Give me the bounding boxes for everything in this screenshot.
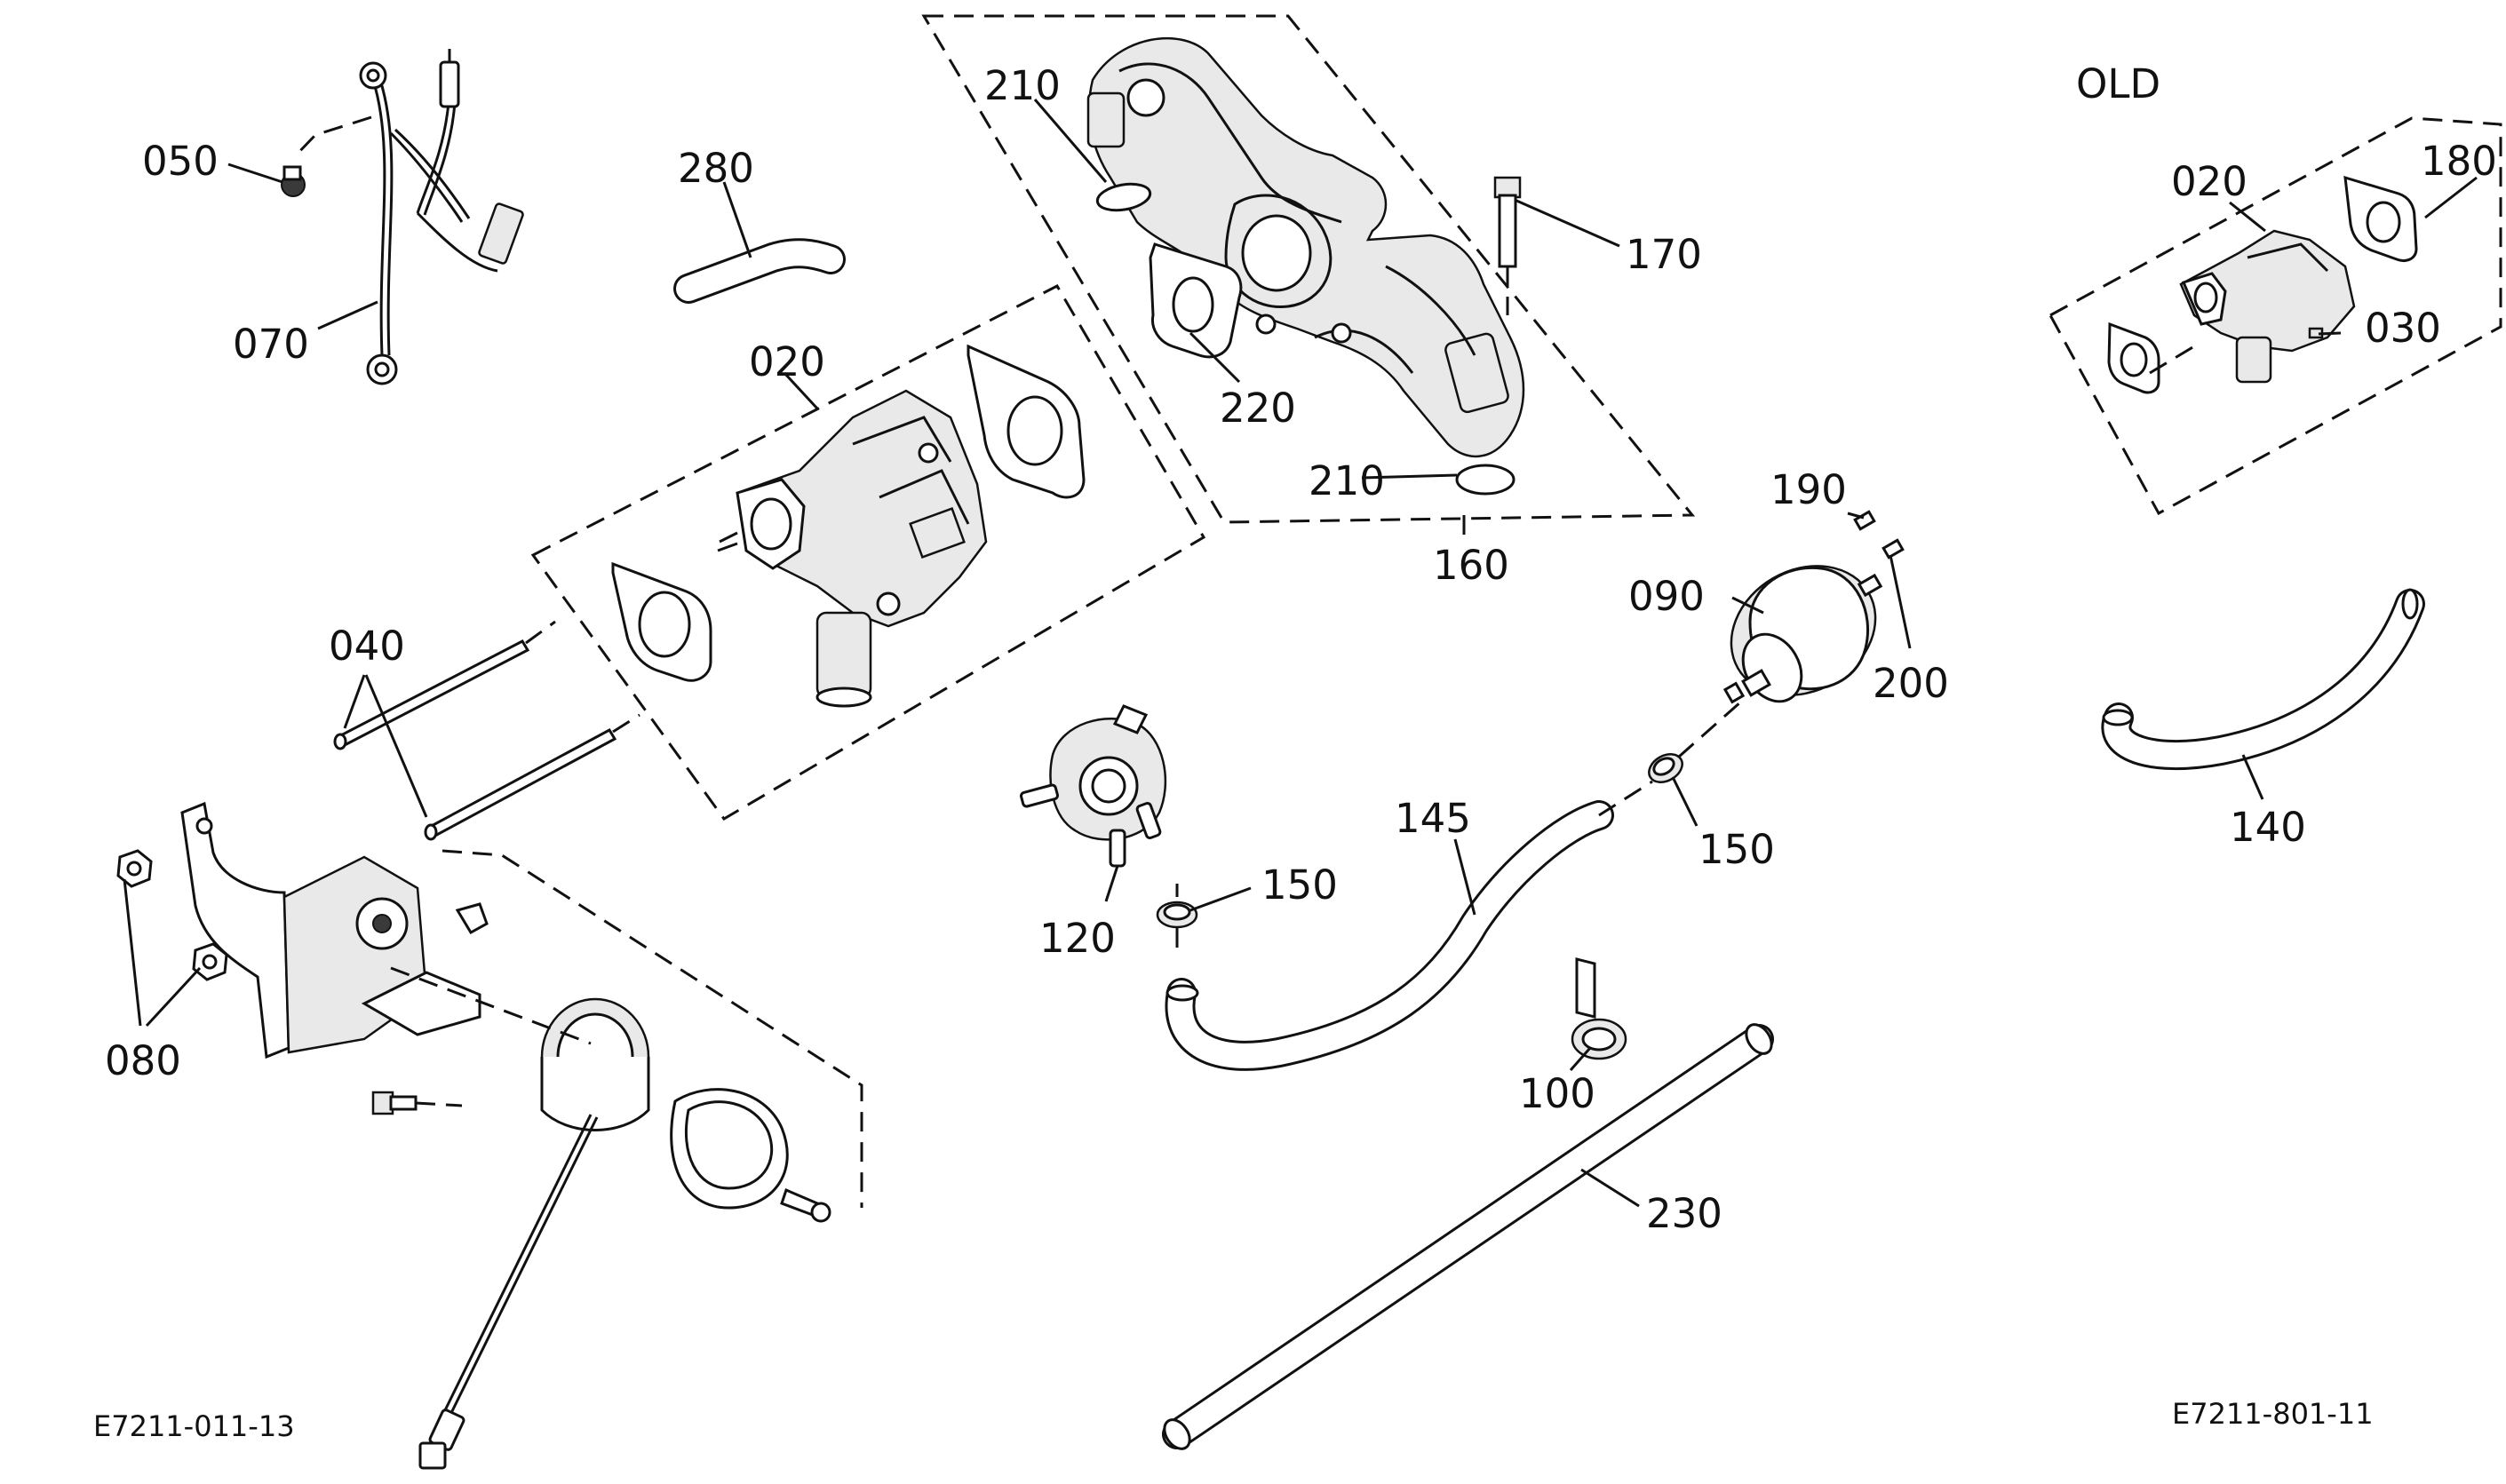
label-210-top: 210 [984,62,1061,109]
bracket-group-outline [442,849,863,1208]
label-030: 030 [2365,305,2441,352]
lead-wire-icon [418,1114,599,1470]
carburetor-gasket-front-icon [967,344,1086,499]
fuel-pump-icon [1020,704,1167,868]
clip-icon [455,902,489,935]
o-ring-icon-top [1095,182,1152,212]
small-bolt-icon [371,1091,418,1115]
label-040: 040 [329,623,405,670]
label-050: 050 [142,138,219,185]
label-180: 180 [2421,138,2497,185]
bolt-170-icon [1493,176,1522,315]
label-150-left: 150 [1261,861,1338,909]
label-280: 280 [678,145,754,192]
label-020: 020 [749,338,825,385]
throttle-bracket-icon [180,801,481,1059]
o-ring-icon-bottom [1455,464,1516,496]
label-150-right: 150 [1699,826,1775,873]
label-090: 090 [1628,573,1705,620]
drawing-code-right: E7211-801-11 [2172,1397,2374,1431]
hose-clip-icon [1571,957,1627,1060]
pin-190-icon [1853,510,1876,531]
old-carburetor-group-outline [2048,116,2502,516]
carburetor-gasket-rear-icon [611,561,712,682]
air-filter-cup-icon [540,997,831,1223]
label-120: 120 [1039,915,1116,962]
hose-clamp-icon [1156,753,1683,950]
manifold-group-outline [921,14,1696,524]
label-200: 200 [1873,660,1949,707]
label-190: 190 [1770,466,1847,513]
filter-guide-line [1678,700,1742,758]
label-020-old: 020 [2171,158,2247,205]
old-carburetor-icon [2107,175,2418,394]
ground-wire-icon [281,49,524,385]
manifold-gasket-icon [1149,242,1243,359]
label-140: 140 [2230,804,2306,851]
label-old: OLD [2076,60,2160,107]
leader-lines [123,99,2478,1208]
fuel-hose-145-icon [1165,800,1614,1071]
drawing-code-left: E7211-011-13 [93,1409,295,1443]
label-220: 220 [1220,385,1296,432]
label-160: 160 [1433,542,1509,589]
label-100: 100 [1519,1070,1595,1117]
pin-200-icon [1881,538,1905,559]
fuel-hose-280-icon [673,238,846,304]
label-145: 145 [1395,795,1471,842]
nut-icon [116,849,228,981]
label-070: 070 [233,321,309,368]
hose-guide-line [1598,780,1653,817]
fuel-hose-140-icon [2101,588,2425,771]
intake-manifold-icon [1086,36,1525,458]
label-080: 080 [105,1037,181,1084]
label-170: 170 [1626,231,1702,278]
fuel-filter-icon [1722,565,1883,704]
carburetor-icon [717,389,988,708]
carburetor-group-outline [530,284,1206,821]
label-230: 230 [1646,1190,1722,1237]
label-210-bottom: 210 [1309,457,1385,504]
fuel-hose-230-icon [1162,1023,1774,1450]
